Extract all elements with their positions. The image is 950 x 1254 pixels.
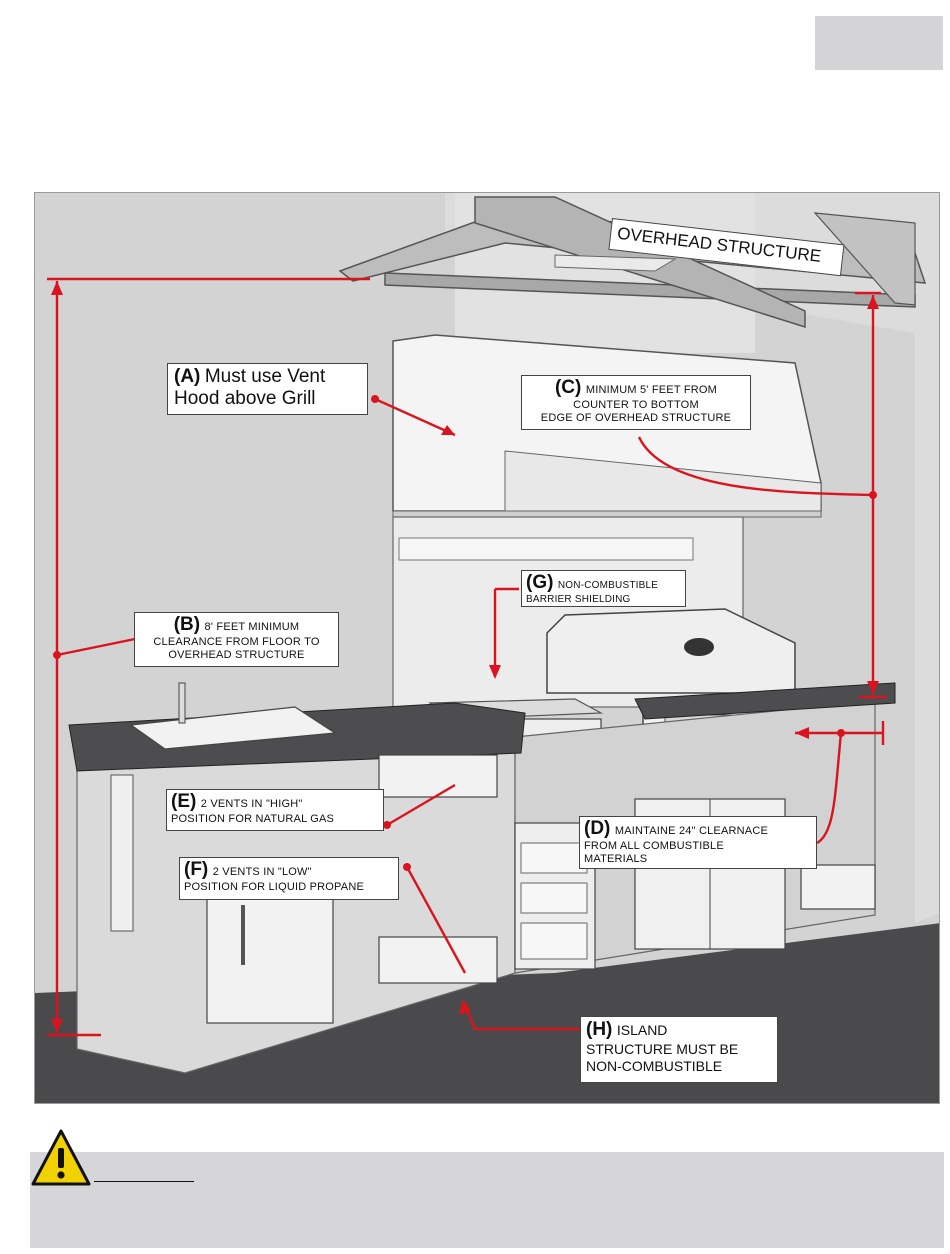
dimension-lines <box>47 277 887 1037</box>
callout-f: (F) 2 VENTS IN "LOW" POSITION FOR LIQUID… <box>179 857 399 900</box>
callout-e: (E) 2 VENTS IN "HIGH" POSITION FOR NATUR… <box>166 789 384 831</box>
callout-g-letter: (G) <box>526 572 554 593</box>
callout-e-letter: (E) <box>171 791 197 812</box>
callout-g-line1: NON-COMBUSTIBLE <box>557 580 659 591</box>
callout-a-letter: (A) <box>174 366 201 387</box>
vent-low <box>378 936 498 984</box>
callout-g-line2: BARRIER SHIELDING <box>526 594 631 606</box>
callout-b: (B) 8' FEET MINIMUM CLEARANCE FROM FLOOR… <box>134 612 339 667</box>
callout-b-line1: 8' FEET MINIMUM <box>204 621 300 633</box>
callout-h-line1: ISLAND <box>616 1022 668 1038</box>
callout-e-line1: 2 VENTS IN "HIGH" <box>200 798 303 810</box>
callout-b-line3: OVERHEAD STRUCTURE <box>168 649 305 662</box>
callout-h-line2: STRUCTURE MUST BE <box>586 1041 739 1058</box>
callout-c-letter: (C) <box>554 377 582 398</box>
callout-a-line2: Hood above Grill <box>174 388 316 410</box>
callout-g: (G) NON-COMBUSTIBLE BARRIER SHIELDING <box>521 570 686 607</box>
callout-f-line2: POSITION FOR LIQUID PROPANE <box>184 881 364 894</box>
callout-a: (A) Must use Vent Hood above Grill <box>167 363 368 415</box>
callout-b-line2: CLEARANCE FROM FLOOR TO <box>153 636 320 649</box>
callout-c: (C) MINIMUM 5' FEET FROM COUNTER TO BOTT… <box>521 375 751 430</box>
vent-high <box>378 754 498 798</box>
callout-c-line2: COUNTER TO BOTTOM <box>573 399 699 412</box>
callout-d-letter: (D) <box>584 818 611 839</box>
callout-d-line2: FROM ALL COMBUSTIBLE <box>584 840 724 853</box>
callout-h-line3: NON-COMBUSTIBLE <box>586 1057 723 1074</box>
callout-f-line1: 2 VENTS IN "LOW" <box>212 866 312 878</box>
warning-bar <box>30 1152 944 1248</box>
callout-e-line2: POSITION FOR NATURAL GAS <box>171 813 335 826</box>
warning-heading-rule <box>94 1181 194 1182</box>
callout-a-line1: Must use Vent <box>204 366 326 387</box>
callout-d: (D) MAINTAINE 24" CLEARNACE FROM ALL COM… <box>579 816 817 869</box>
warning-triangle-icon <box>30 1128 92 1193</box>
callout-b-letter: (B) <box>173 614 201 635</box>
callout-f-letter: (F) <box>184 859 209 880</box>
callout-c-line3: EDGE OF OVERHEAD STRUCTURE <box>540 412 732 425</box>
page-tab <box>815 16 943 70</box>
vent-right <box>800 864 876 910</box>
callout-c-line1: MINIMUM 5' FEET FROM <box>585 384 717 396</box>
callout-d-line3: MATERIALS <box>584 853 648 866</box>
callout-h: (H) ISLAND STRUCTURE MUST BE NON-COMBUST… <box>580 1016 778 1083</box>
callout-h-letter: (H) <box>586 1019 613 1040</box>
callout-d-line1: MAINTAINE 24" CLEARNACE <box>614 825 769 837</box>
